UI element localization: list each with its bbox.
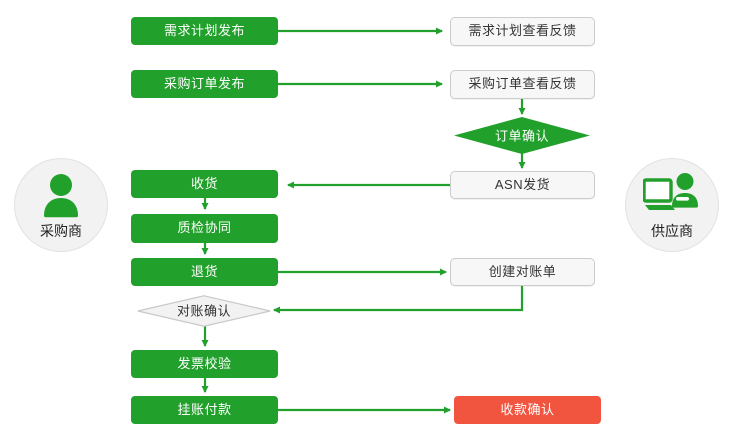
node-quality-collab[interactable]: 质检协同 — [131, 214, 278, 243]
node-returns[interactable]: 退货 — [131, 258, 278, 286]
wire-statement-to-confirm — [273, 286, 524, 314]
actor-supplier: 供应商 — [625, 158, 719, 252]
node-label: 需求计划发布 — [163, 22, 245, 38]
node-demand-plan-feedback[interactable]: 需求计划查看反馈 — [450, 17, 595, 46]
node-asn-shipment[interactable]: ASN发货 — [450, 171, 595, 199]
node-label: 收货 — [190, 175, 218, 191]
person-at-computer-icon — [626, 167, 718, 223]
node-purchase-order-feedback[interactable]: 采购订单查看反馈 — [450, 70, 595, 99]
node-demand-plan-publish[interactable]: 需求计划发布 — [131, 17, 278, 45]
node-goods-receipt[interactable]: 收货 — [131, 170, 278, 198]
node-label: 质检协同 — [177, 220, 232, 235]
actor-buyer-label: 采购商 — [40, 223, 82, 239]
node-label: 采购订单查看反馈 — [468, 76, 577, 91]
node-payable-payment[interactable]: 挂账付款 — [131, 396, 278, 424]
node-label: 创建对账单 — [488, 263, 557, 279]
node-statement-confirm[interactable]: 对账确认 — [137, 295, 271, 327]
actor-buyer: 采购商 — [14, 158, 108, 252]
person-icon — [15, 167, 107, 223]
node-order-confirm[interactable]: 订单确认 — [454, 117, 590, 154]
node-label: 订单确认 — [494, 128, 549, 143]
actor-supplier-label: 供应商 — [651, 223, 693, 239]
node-label: ASN发货 — [494, 176, 551, 192]
node-create-statement[interactable]: 创建对账单 — [450, 258, 595, 286]
node-label: 采购订单发布 — [163, 75, 245, 91]
node-label: 收款确认 — [500, 401, 555, 417]
node-label: 发票校验 — [177, 355, 232, 371]
node-receipt-confirm[interactable]: 收款确认 — [454, 396, 601, 424]
node-invoice-verify[interactable]: 发票校验 — [131, 350, 278, 378]
node-label: 挂账付款 — [177, 401, 232, 417]
node-purchase-order-publish[interactable]: 采购订单发布 — [131, 70, 278, 98]
node-label: 需求计划查看反馈 — [468, 23, 577, 38]
node-label: 对账确认 — [176, 303, 231, 319]
node-label: 退货 — [190, 263, 218, 279]
